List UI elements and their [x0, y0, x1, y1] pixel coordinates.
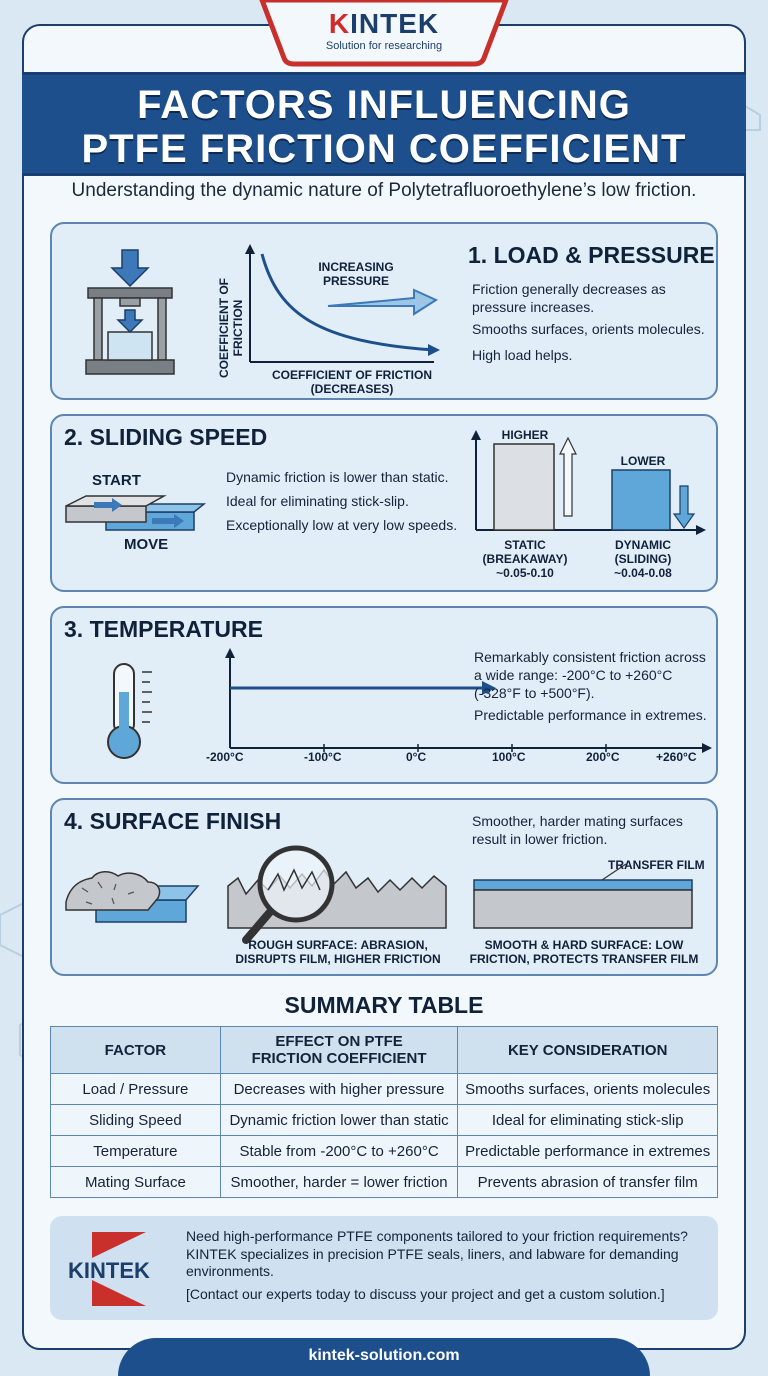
cta-line-2: KINTEK specializes in precision PTFE sea… — [186, 1246, 679, 1279]
footer-website[interactable]: kintek-solution.com — [118, 1338, 650, 1376]
logo-tab-shape — [259, 0, 509, 67]
kintek-logo-icon: KINTEK — [68, 1232, 150, 1306]
panel-temperature: 3. TEMPERATURE -200°C -100°C 0°C 100°C 2… — [50, 606, 718, 784]
magnifier-lens — [257, 845, 335, 923]
sliding-block-illustration — [65, 495, 207, 531]
lower-label: LOWER — [620, 454, 666, 468]
table-cell: Predictable performance in extremes — [457, 1135, 718, 1167]
temperature-axis — [225, 648, 712, 753]
bullet-2: Ideal for eliminating stick-slip. — [226, 493, 409, 509]
surface-description: Smoother, harder mating surfaces result … — [472, 813, 683, 847]
rough-block-illustration — [65, 871, 200, 923]
table-row: Mating Surface Smoother, harder = lower … — [50, 1166, 718, 1198]
header-consideration: KEY CONSIDERATION — [457, 1026, 718, 1074]
down-arrow — [672, 485, 696, 530]
table-cell: Smoother, harder = lower friction — [219, 1166, 459, 1198]
cta-box: KINTEK Need high-performance PTFE compon… — [50, 1216, 718, 1320]
panel-surface-finish: 4. SURFACE FINISH Smoother, harder matin… — [50, 798, 718, 976]
panel-sliding-speed: 2. SLIDING SPEED START MOVE Dynamic fric… — [50, 414, 718, 592]
cta-logo-text: KINTEK — [68, 1258, 150, 1283]
start-label: START — [92, 472, 141, 489]
table-cell: Prevents abrasion of transfer film — [457, 1166, 718, 1198]
bullet-2: Smooths surfaces, orients molecules. — [472, 321, 705, 337]
bar-dynamic — [611, 469, 671, 531]
table-row: Sliding Speed Dynamic friction lower tha… — [50, 1104, 718, 1136]
page-subtitle: Understanding the dynamic nature of Poly… — [71, 180, 697, 201]
up-arrow — [559, 436, 577, 517]
section-title-surface-finish: 4. SURFACE FINISH — [64, 808, 282, 834]
magnifier-handle — [242, 908, 274, 944]
summary-table-title: SUMMARY TABLE — [284, 992, 484, 1018]
section-title-sliding-speed: 2. SLIDING SPEED — [64, 424, 268, 450]
section-title-temperature: 3. TEMPERATURE — [64, 616, 263, 642]
bullet-1: Dynamic friction is lower than static. — [226, 469, 449, 485]
page-title-line-2: PTFE FRICTION COEFFICIENT — [81, 127, 687, 171]
higher-label: HIGHER — [501, 428, 549, 442]
temperature-note: Predictable performance in extremes. — [474, 707, 707, 723]
bullet-1: Friction generally decreases as pressure… — [472, 281, 666, 315]
logo-wordmark: KINTEK — [328, 8, 440, 39]
rough-surface-illustration — [227, 845, 447, 944]
table-cell: Dynamic friction lower than static — [219, 1104, 459, 1136]
friction-pressure-curve — [245, 244, 440, 363]
logo-tagline: Solution for researching — [325, 40, 443, 52]
dynamic-label: DYNAMIC(SLIDING)~0.04-0.08 — [614, 538, 672, 580]
tick-label: +260°C — [656, 750, 697, 764]
table-cell: Sliding Speed — [50, 1104, 221, 1136]
section-title-load-pressure: 1. LOAD & PRESSURE — [468, 242, 715, 268]
move-label: MOVE — [124, 536, 169, 553]
table-cell: Smooths surfaces, orients molecules — [457, 1073, 718, 1105]
bullet-3: Exceptionally low at very low speeds. — [226, 517, 458, 533]
bar-static — [493, 443, 555, 531]
table-cell: Stable from -200°C to +260°C — [219, 1135, 459, 1167]
brand-logo: KINTEK Solution for researching — [259, 0, 509, 67]
thermometer-icon — [107, 663, 152, 759]
tick-label: -100°C — [304, 750, 342, 764]
bullet-3: High load helps. — [472, 347, 573, 363]
table-cell: Decreases with higher pressure — [219, 1073, 459, 1105]
table-cell: Ideal for eliminating stick-slip — [457, 1104, 718, 1136]
static-vs-dynamic-chart — [471, 430, 706, 535]
transfer-film-label: TRANSFER FILM — [608, 858, 705, 872]
table-row: Load / Pressure Decreases with higher pr… — [50, 1073, 718, 1105]
table-cell: Mating Surface — [50, 1166, 221, 1198]
table-cell: Temperature — [50, 1135, 221, 1167]
page-title-line-1: FACTORS INFLUENCING — [137, 83, 631, 127]
rough-surface-caption: ROUGH SURFACE: ABRASION,DISRUPTS FILM, H… — [235, 938, 441, 966]
table-cell: Load / Pressure — [50, 1073, 221, 1105]
cta-line-1: Need high-performance PTFE components ta… — [186, 1228, 688, 1244]
temperature-description: Remarkably consistent friction across a … — [474, 649, 706, 701]
tick-label: 200°C — [586, 750, 620, 764]
cta-link[interactable]: [Contact our experts today to discuss yo… — [186, 1286, 665, 1302]
title-banner: FACTORS INFLUENCING PTFE FRICTION COEFFI… — [22, 72, 746, 176]
header-factor: FACTOR — [50, 1026, 221, 1074]
smooth-surface-illustration — [473, 863, 693, 929]
tick-label: 100°C — [492, 750, 526, 764]
static-label: STATIC(BREAKAWAY)~0.05-0.10 — [482, 538, 568, 580]
table-row: Temperature Stable from -200°C to +260°C… — [50, 1135, 718, 1167]
press-illustration — [85, 249, 175, 375]
x-axis-label: COEFFICIENT OF FRICTION(DECREASES) — [272, 368, 432, 396]
tick-label: -200°C — [206, 750, 244, 764]
tick-label: 0°C — [406, 750, 427, 764]
